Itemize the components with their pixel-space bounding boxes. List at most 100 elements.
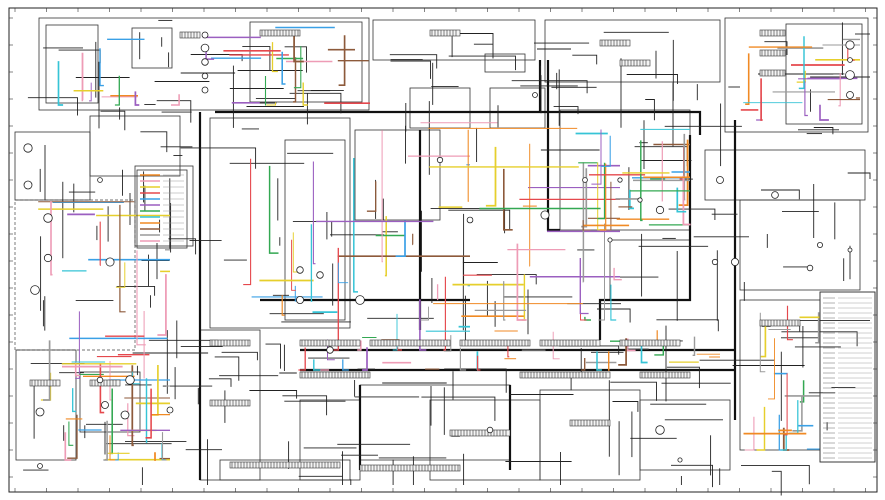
- colored-wire: [596, 351, 602, 371]
- colored-wire: [89, 82, 92, 102]
- colored-circuits: [38, 26, 860, 461]
- connector-header: [539, 339, 601, 347]
- colored-wire: [597, 162, 606, 220]
- signal-wire: [168, 238, 197, 255]
- colored-wire: [759, 312, 766, 373]
- component-symbol: [711, 258, 719, 266]
- signal-wire: [214, 356, 240, 381]
- signal-wire: [27, 97, 78, 116]
- component-symbol: [617, 177, 623, 183]
- colored-wire: [161, 432, 167, 461]
- colored-wire: [756, 406, 766, 451]
- main-harness: [198, 60, 737, 480]
- colored-wire: [154, 452, 156, 461]
- colored-wire: [293, 57, 297, 103]
- colored-wire: [145, 388, 152, 439]
- colored-wire: [109, 361, 112, 401]
- signal-wire: [221, 351, 258, 361]
- colored-wire: [760, 320, 767, 358]
- colored-wire: [145, 378, 148, 443]
- outer-frame: [8, 7, 878, 493]
- colored-wire: [302, 82, 308, 106]
- colored-wire: [103, 420, 108, 461]
- component-symbol: [847, 247, 853, 253]
- component-symbol: [540, 210, 550, 220]
- connector-header: [429, 29, 461, 37]
- component-symbol: [582, 177, 588, 183]
- signal-wire: [156, 100, 192, 123]
- connector-header: [599, 39, 631, 47]
- colored-wire: [692, 336, 696, 357]
- component-symbol: [326, 346, 334, 354]
- connector-header: [619, 59, 651, 67]
- signal-wire: [764, 41, 788, 55]
- colored-wire: [157, 274, 167, 336]
- component-symbol: [295, 295, 304, 304]
- signal-wire: [771, 470, 782, 496]
- colored-wire: [64, 432, 72, 461]
- colored-wire: [760, 78, 763, 121]
- colored-wire: [443, 276, 446, 351]
- colored-wire: [581, 358, 586, 371]
- component-symbol: [677, 457, 683, 463]
- colored-wire: [298, 347, 306, 371]
- component-symbol: [716, 176, 724, 184]
- component-symbol: [125, 375, 135, 385]
- component-symbol: [200, 43, 210, 53]
- colored-wire: [792, 396, 803, 432]
- signal-wire: [656, 319, 719, 332]
- colored-wire: [337, 262, 349, 284]
- signal-wire: [626, 74, 678, 84]
- component-symbol: [201, 86, 209, 94]
- signal-wire: [389, 54, 438, 69]
- signal-wire: [847, 172, 871, 179]
- component-symbol: [23, 180, 33, 190]
- signal-wire: [597, 308, 631, 323]
- signal-wire: [116, 285, 156, 296]
- signal-wire: [741, 464, 810, 485]
- colored-wire: [342, 359, 349, 371]
- colored-wire: [75, 311, 80, 379]
- colored-wire: [68, 421, 74, 446]
- component-symbol: [655, 205, 665, 215]
- colored-wire: [436, 284, 439, 301]
- component-symbol: [35, 407, 45, 417]
- component-symbol: [731, 257, 740, 266]
- signal-wire: [444, 368, 507, 393]
- component-symbol: [37, 463, 43, 469]
- colored-wire: [396, 347, 402, 351]
- connector-headers: [29, 29, 801, 472]
- notes-table: [819, 291, 876, 463]
- colored-wire: [57, 61, 64, 106]
- component-symbol: [655, 425, 665, 435]
- colored-wire: [115, 262, 126, 288]
- signal-wire: [282, 395, 328, 416]
- component-symbol: [466, 216, 474, 224]
- component-symbol: [105, 257, 115, 267]
- signal-wire: [645, 99, 655, 121]
- component-symbol: [43, 213, 53, 223]
- component-symbol: [771, 191, 779, 199]
- connector-header: [299, 339, 361, 347]
- signal-wire: [476, 274, 537, 285]
- signal-wire: [390, 60, 431, 79]
- colored-wire: [281, 51, 286, 85]
- component-symbol: [607, 237, 613, 243]
- colored-wire: [131, 365, 134, 447]
- connector-header: [449, 429, 511, 437]
- component-symbol: [201, 58, 209, 66]
- signal-wire: [553, 106, 579, 115]
- component-symbol: [201, 72, 209, 80]
- connector-header: [619, 339, 681, 347]
- signal-wire: [572, 54, 598, 65]
- colored-wire: [676, 187, 687, 213]
- signal-wire: [421, 396, 496, 421]
- colored-wire: [114, 452, 119, 461]
- wire-color-legend: [136, 169, 188, 249]
- colored-wire: [362, 347, 368, 371]
- colored-wire: [613, 267, 622, 281]
- signal-wire: [265, 343, 281, 369]
- colored-wire: [640, 340, 648, 364]
- colored-wire: [366, 181, 377, 212]
